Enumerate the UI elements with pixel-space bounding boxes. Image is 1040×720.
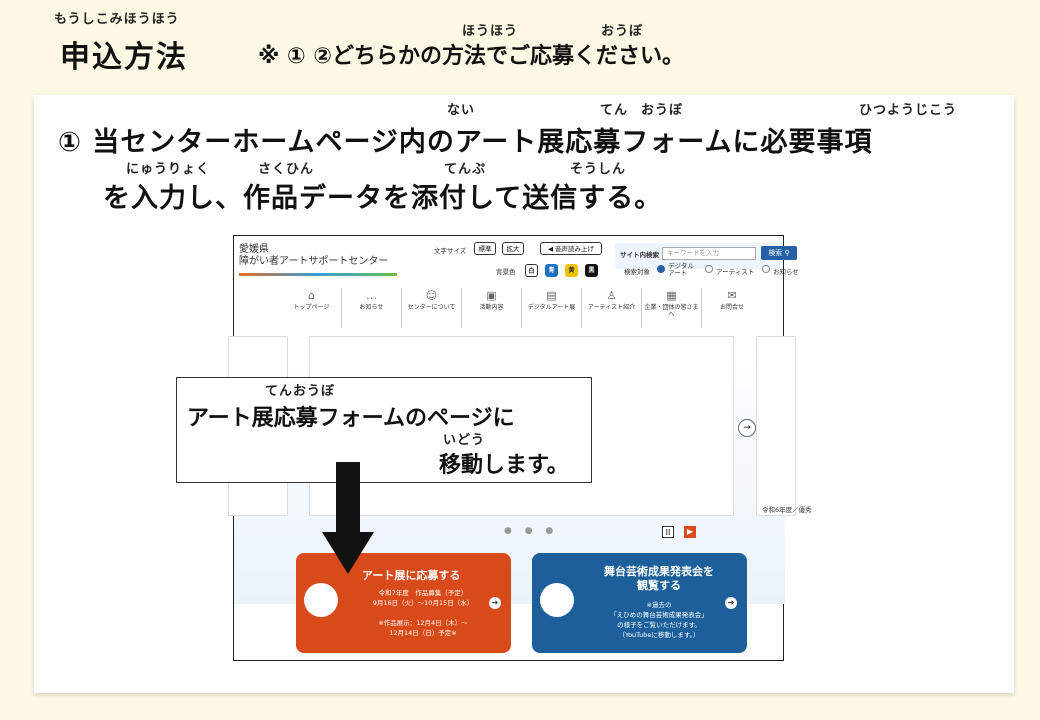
watch-line2: 「えひめの舞台芸術成果発表会」	[610, 611, 708, 619]
bg-white-button[interactable]: 白	[525, 264, 538, 277]
search-input[interactable]: キーワードを入力	[662, 247, 756, 260]
note-ruby-oubo: おうぼ	[601, 24, 644, 39]
slide-caption: 令和6年度／優秀	[762, 506, 812, 514]
site-search-label: サイト内検索	[620, 251, 659, 259]
art-palette-icon	[304, 583, 338, 617]
radio-digital[interactable]	[657, 265, 665, 273]
theater-icon	[540, 583, 574, 617]
org-name[interactable]: 愛媛県 障がい者アートサポートセンター	[239, 244, 388, 268]
nav-news[interactable]: … お知らせ	[342, 288, 402, 328]
arrow-circle-icon: ➔	[725, 597, 737, 609]
gallery-icon: ▤	[546, 289, 557, 302]
bg-black-button[interactable]: 黒	[585, 264, 598, 277]
method-note: ※ ① ②どちらかの方法でご応募ください。	[258, 44, 684, 69]
ruby-hitsuyoujikou: ひつようじこう	[859, 103, 958, 118]
ruby-ten: てん	[600, 103, 629, 118]
global-nav: ⌂トップページ …お知らせ ☺センターについて ▣活動内容 ▤デジタルアート展 …	[282, 288, 762, 328]
target-artist-label: アーティスト	[716, 268, 755, 276]
page-title: 申込方法	[60, 40, 188, 75]
font-large-button[interactable]: 拡大	[502, 242, 524, 255]
nav-news-label: お知らせ	[359, 304, 384, 311]
apply-art-line3: ※作品展示：12月4日（木）〜	[378, 619, 468, 627]
ruby-nyuuryoku: にゅうりょく	[126, 162, 211, 177]
callout-ruby-tenoubo: てんおうぼ	[265, 384, 336, 399]
title-ruby: もうしこみほうほう	[54, 12, 180, 27]
arrow-right-icon: →	[743, 423, 751, 433]
apply-art-line2: 9月16日（火）〜10月15日（水）	[372, 599, 474, 607]
apply-art-title: アート展に応募する	[362, 569, 461, 582]
nav-top-label: トップページ	[293, 304, 330, 311]
palette-icon: ☺	[425, 289, 438, 302]
ruby-sakuhin: さくひん	[258, 162, 315, 177]
apply-art-exhibition-button[interactable]: アート展に応募する 令和7年度 作品募集（予定） 9月16日（火）〜10月15日…	[296, 553, 511, 653]
callout-line1: アート展応募フォームのページに	[187, 406, 515, 431]
home-icon: ⌂	[308, 289, 315, 302]
nav-companies-label: 企業・団体の皆さまへ	[644, 304, 699, 318]
bg-color-label: 背景色	[496, 268, 516, 276]
slider-dots[interactable]: ● ● ●	[504, 526, 559, 536]
bg-yellow-button[interactable]: 黄	[565, 264, 578, 277]
arrow-circle-icon: ➔	[489, 597, 501, 609]
nav-contact[interactable]: ✉ お問合せ	[702, 288, 762, 328]
org-name-line2: 障がい者アートサポートセンター	[239, 256, 389, 267]
pointer-arrow-head	[322, 532, 374, 574]
font-standard-button[interactable]: 標準	[474, 242, 496, 255]
nav-top[interactable]: ⌂ トップページ	[282, 288, 342, 328]
bg-blue-button[interactable]: 青	[545, 264, 558, 277]
nav-digital-art-label: デジタルアート展	[527, 304, 576, 311]
building-icon: ▦	[666, 289, 677, 302]
pause-icon: II	[665, 528, 671, 537]
nav-contact-label: お問合せ	[719, 304, 744, 311]
slider-next-button[interactable]: →	[738, 419, 756, 437]
mail-icon: ✉	[727, 289, 737, 302]
search-button[interactable]: 検索 ⚲	[761, 246, 797, 260]
pointer-arrow-shaft	[336, 462, 360, 534]
step1-line2: を入力し、作品データを添付して送信する。	[103, 183, 663, 214]
radio-news[interactable]	[762, 265, 770, 273]
watch-title-line2: 観覧する	[637, 579, 681, 592]
nav-activities[interactable]: ▣ 活動内容	[462, 288, 522, 328]
person-icon: ♙	[606, 289, 617, 302]
nav-digital-art[interactable]: ▤ デジタルアート展	[522, 288, 582, 328]
apply-art-line1: 令和7年度 作品募集（予定）	[378, 589, 468, 597]
play-button[interactable]: ▶	[684, 526, 696, 538]
org-name-line1: 愛媛県	[239, 244, 269, 255]
watch-line3: の様子をご覧いただけます。	[617, 621, 701, 629]
easel-icon: ▣	[486, 289, 497, 302]
nav-activities-label: 活動内容	[479, 304, 504, 311]
play-icon: ▶	[686, 527, 694, 536]
nav-artists[interactable]: ♙ アーティスト紹介	[582, 288, 642, 328]
nav-artists-label: アーティスト紹介	[587, 304, 636, 311]
chat-icon: …	[366, 289, 377, 302]
callout-line2: 移動します。	[439, 453, 569, 478]
search-target-label: 検索対象	[624, 268, 650, 276]
watch-performance-button[interactable]: 舞台芸術成果発表会を 観覧する ※過去の 「えひめの舞台芸術成果発表会」 の様子…	[532, 553, 747, 653]
ruby-nai: ない	[447, 103, 476, 118]
ruby-oubo: おうぼ	[641, 103, 684, 118]
search-icon: ⚲	[784, 249, 790, 257]
target-news-label: お知らせ	[773, 268, 799, 276]
target-digital-label: デジタルアート	[668, 262, 694, 277]
note-ruby-houhou: ほうほう	[462, 24, 519, 39]
speech-button[interactable]: ◀ 音声読み上げ	[540, 242, 602, 255]
nav-about-label: センターについて	[407, 304, 456, 311]
watch-line4: （YouTubeに移動します。）	[618, 631, 700, 639]
apply-art-line4: 12月14日（日）予定※	[389, 629, 457, 637]
ruby-tenpu: てんぷ	[444, 162, 487, 177]
pause-button[interactable]: II	[662, 526, 674, 538]
step1-line1: ① 当センターホームページ内のアート展応募フォームに必要事項	[58, 127, 873, 158]
org-color-rule	[239, 273, 397, 276]
font-size-label: 文字サイズ	[434, 247, 467, 255]
watch-line1: ※過去の	[646, 601, 672, 609]
watch-title-line1: 舞台芸術成果発表会を	[604, 565, 714, 578]
slide-card-next[interactable]	[756, 336, 796, 516]
radio-artist[interactable]	[705, 265, 713, 273]
callout-box: てんおうぼ アート展応募フォームのページに いどう 移動します。	[176, 377, 592, 483]
nav-companies[interactable]: ▦ 企業・団体の皆さまへ	[642, 288, 702, 328]
search-button-label: 検索	[768, 249, 783, 257]
callout-ruby-idou: いどう	[443, 433, 486, 448]
nav-about[interactable]: ☺ センターについて	[402, 288, 462, 328]
ruby-soushin: そうしん	[570, 162, 627, 177]
